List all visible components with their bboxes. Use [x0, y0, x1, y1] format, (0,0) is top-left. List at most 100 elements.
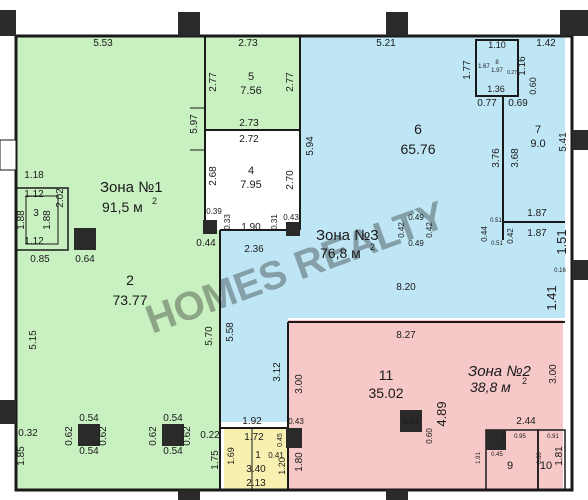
dim-0-60-b: 0.60	[425, 428, 434, 444]
room-11-number: 11	[379, 367, 394, 383]
dim-5-53: 5.53	[93, 38, 113, 49]
room-5-area: 7.56	[240, 85, 261, 97]
dim-2-36: 2.36	[244, 244, 264, 255]
zone-fills	[16, 36, 565, 490]
room-6-area: 65.76	[400, 141, 435, 157]
dim-0-85: 0.85	[30, 254, 50, 265]
wall-room3	[15, 187, 69, 251]
walls	[0, 10, 588, 500]
dim-1-77: 1.77	[462, 60, 473, 80]
dim-5-58: 5.58	[225, 322, 236, 342]
room-2-area: 73.77	[112, 292, 147, 308]
dim-3-68: 3.68	[510, 148, 521, 168]
dim-0-49-b: 0.49	[408, 239, 424, 248]
dim-0-49-a: 0.49	[408, 213, 424, 222]
zone-1-area: 91,5 м	[102, 199, 143, 215]
dim-0-64: 0.64	[75, 254, 95, 265]
dim-2-02: 2.02	[55, 188, 66, 208]
dim-1-36: 1.36	[487, 84, 505, 94]
dim-3-00-b: 3.00	[548, 364, 559, 384]
dim-1-41: 1.41	[544, 285, 559, 310]
dim-5-21: 5.21	[376, 38, 396, 49]
room-9-number: 9	[507, 460, 513, 472]
zone-3-area-sup: 2	[370, 242, 375, 252]
column-zone2-a	[400, 410, 422, 432]
dim-0-44-b: 0.44	[480, 226, 489, 242]
zone-2-area-sup: 2	[522, 376, 527, 386]
dim-2-13: 2.13	[246, 478, 266, 489]
dim-0-32: 0.32	[18, 428, 38, 439]
dim-0-22: 0.22	[200, 430, 220, 441]
dim-2-73-b: 2.73	[239, 118, 259, 129]
dim-1-92: 1.92	[242, 416, 262, 427]
room-labels: 2 73.77 3 5 7.56 4 7.95 6 65.76 7 9.0 8 …	[33, 60, 552, 475]
room-3-fill	[16, 188, 68, 250]
dim-2-68: 2.68	[208, 166, 219, 186]
dim-5-94: 5.94	[305, 136, 316, 156]
dim-0-33: 0.33	[223, 214, 232, 230]
dim-1-51: 1.51	[554, 229, 569, 254]
dim-0-62-c: 0.62	[148, 426, 159, 446]
dim-1-67: 1.67	[478, 64, 490, 70]
dim-1-90: 1.90	[241, 222, 261, 233]
dim-2-70: 2.70	[285, 170, 296, 190]
room-3-number: 3	[33, 208, 39, 219]
dim-2-77-a: 2.77	[208, 72, 219, 92]
room-11-area: 35.02	[368, 385, 403, 401]
dim-0-44-a: 0.44	[196, 238, 216, 249]
room-1-number: 1	[255, 450, 261, 461]
top-column-2	[178, 12, 200, 36]
dim-1-42: 1.42	[536, 38, 556, 49]
dim-1-88-a: 1.88	[16, 210, 27, 230]
bottom-column-1	[178, 490, 200, 500]
dim-0-45-b: 0.45	[491, 452, 503, 458]
room-4-area: 7.95	[240, 179, 261, 191]
dim-1-87-b: 1.87	[527, 228, 547, 239]
zone-2-title: Зона №2	[468, 363, 532, 380]
room-4-number: 4	[248, 165, 254, 177]
dim-0-34: 0.34	[502, 433, 508, 443]
top-column-4	[560, 10, 588, 36]
dim-1-85: 1.85	[16, 446, 27, 466]
dim-1-69: 1.69	[226, 447, 236, 465]
room-10-number: 10	[540, 460, 552, 472]
dim-3-00-a: 3.00	[294, 374, 305, 394]
zone-1-area-sup: 2	[152, 196, 157, 206]
dim-0-16: 0.16	[554, 268, 566, 274]
dim-0-51-b: 0.51	[491, 241, 503, 247]
zone-1-fill	[16, 36, 300, 490]
dim-0-54-a: 0.54	[79, 413, 99, 424]
dim-2-44: 2.44	[516, 416, 536, 427]
dim-2-77-b: 2.77	[285, 72, 296, 92]
dim-1-88-b: 1.88	[42, 210, 53, 230]
dim-3-12: 3.12	[272, 362, 283, 382]
dim-1-81: 1.81	[554, 446, 565, 466]
room-7-number: 7	[535, 124, 541, 136]
dim-0-42-b: 0.42	[425, 222, 434, 238]
dim-0-54-d: 0.54	[163, 446, 183, 457]
dim-0-60: 0.60	[528, 77, 538, 95]
dim-0-42-a: 0.42	[397, 222, 406, 238]
room-5-number: 5	[248, 71, 254, 83]
zone-1-upper-left-fill	[205, 36, 300, 130]
dim-0-39: 0.39	[206, 207, 222, 216]
room-6-number: 6	[414, 121, 422, 137]
wall-room8	[475, 39, 519, 97]
top-column-3	[386, 12, 408, 36]
room-7-area: 9.0	[530, 138, 545, 150]
dim-1-97: 1.97	[491, 68, 503, 74]
dim-0-54-b: 0.54	[79, 446, 99, 457]
dim-1-72: 1.72	[244, 432, 264, 443]
dim-0-62-b: 0.62	[98, 426, 109, 446]
left-column-1	[0, 139, 17, 171]
zone-2-fill	[288, 320, 563, 490]
dim-5-41: 5.41	[558, 132, 569, 152]
dim-1-18: 1.18	[24, 170, 44, 181]
dim-1-20: 1.20	[277, 457, 287, 475]
zone-3-area: 76,8 м	[320, 245, 361, 261]
dim-4-89: 4.89	[434, 401, 449, 426]
left-column-2	[0, 400, 16, 424]
dim-0-43-b: 0.43	[288, 417, 304, 426]
dimension-labels: 5.53 2.73 5.21 1.10 1.42 1.67 1.97 0.27 …	[16, 38, 569, 489]
dim-5-97: 5.97	[189, 114, 200, 134]
